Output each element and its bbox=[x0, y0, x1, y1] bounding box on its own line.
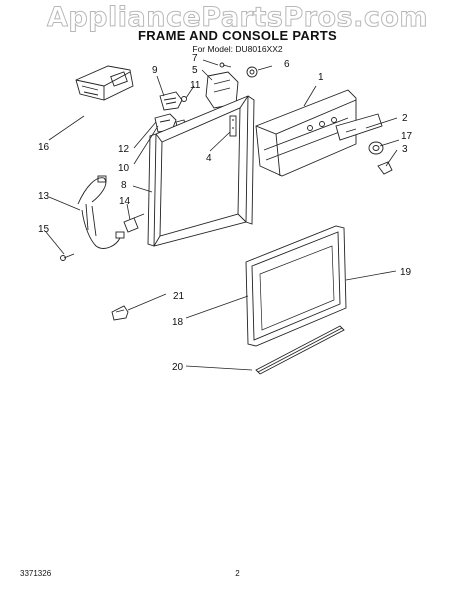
callout-12: 12 bbox=[118, 144, 130, 155]
callout-20: 20 bbox=[172, 362, 184, 373]
part-17-knob bbox=[368, 141, 384, 155]
part-13-wire-harness bbox=[77, 175, 125, 249]
watermark-logo: AppliancePartsPros.com bbox=[46, 2, 429, 34]
part-15-screw bbox=[60, 253, 75, 261]
part-11-screw bbox=[181, 96, 187, 102]
part-3-clip bbox=[377, 161, 393, 175]
part-2-panel-overlay bbox=[335, 113, 383, 141]
part-6-knob bbox=[246, 66, 258, 78]
callout-labels: 1 2 3 4 5 6 7 8 9 10 11 12 13 14 15 16 1… bbox=[38, 53, 413, 373]
leader-lines bbox=[45, 59, 400, 371]
callout-13: 13 bbox=[38, 191, 50, 202]
part-20-trim-strip bbox=[255, 325, 345, 375]
part-16-housing bbox=[75, 65, 134, 101]
callout-14: 14 bbox=[119, 196, 131, 207]
callout-8: 8 bbox=[121, 180, 127, 191]
callout-6: 6 bbox=[284, 59, 290, 70]
callout-1: 1 bbox=[318, 72, 324, 83]
document-code: 3371326 bbox=[20, 569, 52, 578]
part-21-clip bbox=[111, 305, 129, 321]
part-1-console bbox=[255, 89, 357, 177]
model-subtitle: For Model: DU8016XX2 bbox=[192, 44, 283, 54]
callout-10: 10 bbox=[118, 163, 130, 174]
callout-11: 11 bbox=[190, 80, 201, 91]
callout-2: 2 bbox=[402, 113, 408, 124]
callout-18: 18 bbox=[172, 317, 184, 328]
page-number: 2 bbox=[235, 569, 240, 578]
part-14-switch bbox=[123, 213, 145, 233]
callout-7: 7 bbox=[192, 53, 198, 64]
callout-4: 4 bbox=[206, 153, 212, 164]
part-7-screw bbox=[219, 62, 232, 68]
callout-9: 9 bbox=[152, 65, 158, 76]
part-8-door-frame bbox=[147, 95, 255, 247]
callout-15: 15 bbox=[38, 224, 50, 235]
part-19-door-panel bbox=[245, 225, 347, 347]
part-9-latch bbox=[159, 91, 183, 111]
callout-19: 19 bbox=[400, 267, 412, 278]
page-title: FRAME AND CONSOLE PARTS bbox=[137, 28, 337, 43]
callout-21: 21 bbox=[173, 291, 185, 302]
callout-17: 17 bbox=[401, 131, 413, 142]
part-4-door-latch bbox=[229, 115, 237, 137]
callout-3: 3 bbox=[402, 144, 408, 155]
callout-16: 16 bbox=[38, 142, 50, 153]
callout-5: 5 bbox=[192, 65, 198, 76]
